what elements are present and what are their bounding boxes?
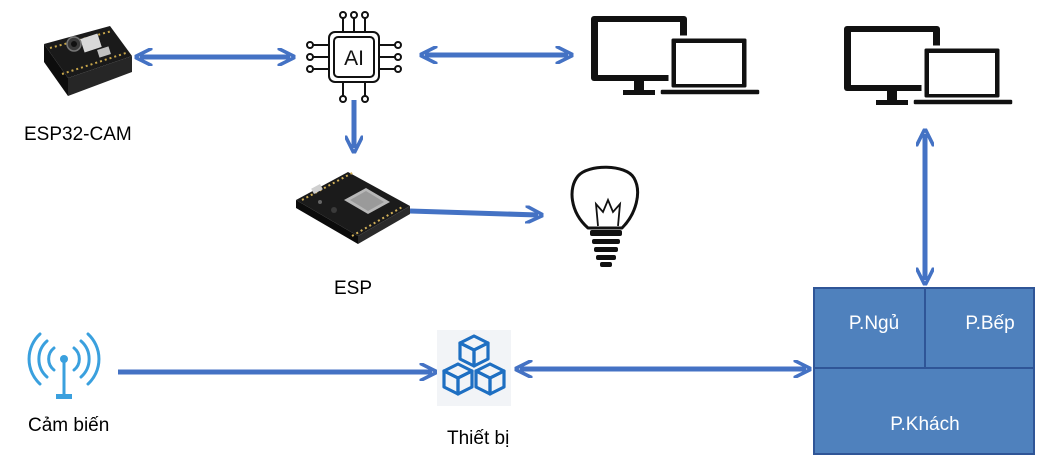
esp-label: ESP bbox=[334, 278, 373, 299]
device-label: Thiết bị bbox=[447, 428, 510, 449]
cubes-hub-icon bbox=[437, 330, 511, 406]
room-kitchen bbox=[924, 287, 1035, 369]
sensor-label: Cảm biến bbox=[28, 415, 110, 436]
nodemcu-esp-board-image bbox=[296, 171, 410, 244]
esp32-cam-label: ESP32-CAM bbox=[24, 124, 132, 145]
wifi-antenna-icon bbox=[27, 332, 101, 399]
ai-chip-label: AI bbox=[344, 47, 364, 70]
esp32-cam-board-image bbox=[44, 26, 132, 96]
light-bulb-icon bbox=[570, 165, 639, 267]
monitor-laptop-icon bbox=[591, 16, 761, 96]
room-bedroom-label: P.Ngủ bbox=[849, 313, 899, 334]
rooms-block: P.Ngủ P.Bếp P.Khách bbox=[813, 287, 1035, 455]
arrow-esp-bulb bbox=[409, 211, 538, 215]
ai-chip-icon bbox=[306, 11, 402, 103]
room-living-label: P.Khách bbox=[890, 414, 959, 435]
room-living bbox=[813, 367, 1035, 455]
room-bedroom bbox=[813, 287, 926, 369]
monitor-laptop-icon-right bbox=[844, 26, 1014, 106]
room-kitchen-label: P.Bếp bbox=[965, 313, 1014, 334]
